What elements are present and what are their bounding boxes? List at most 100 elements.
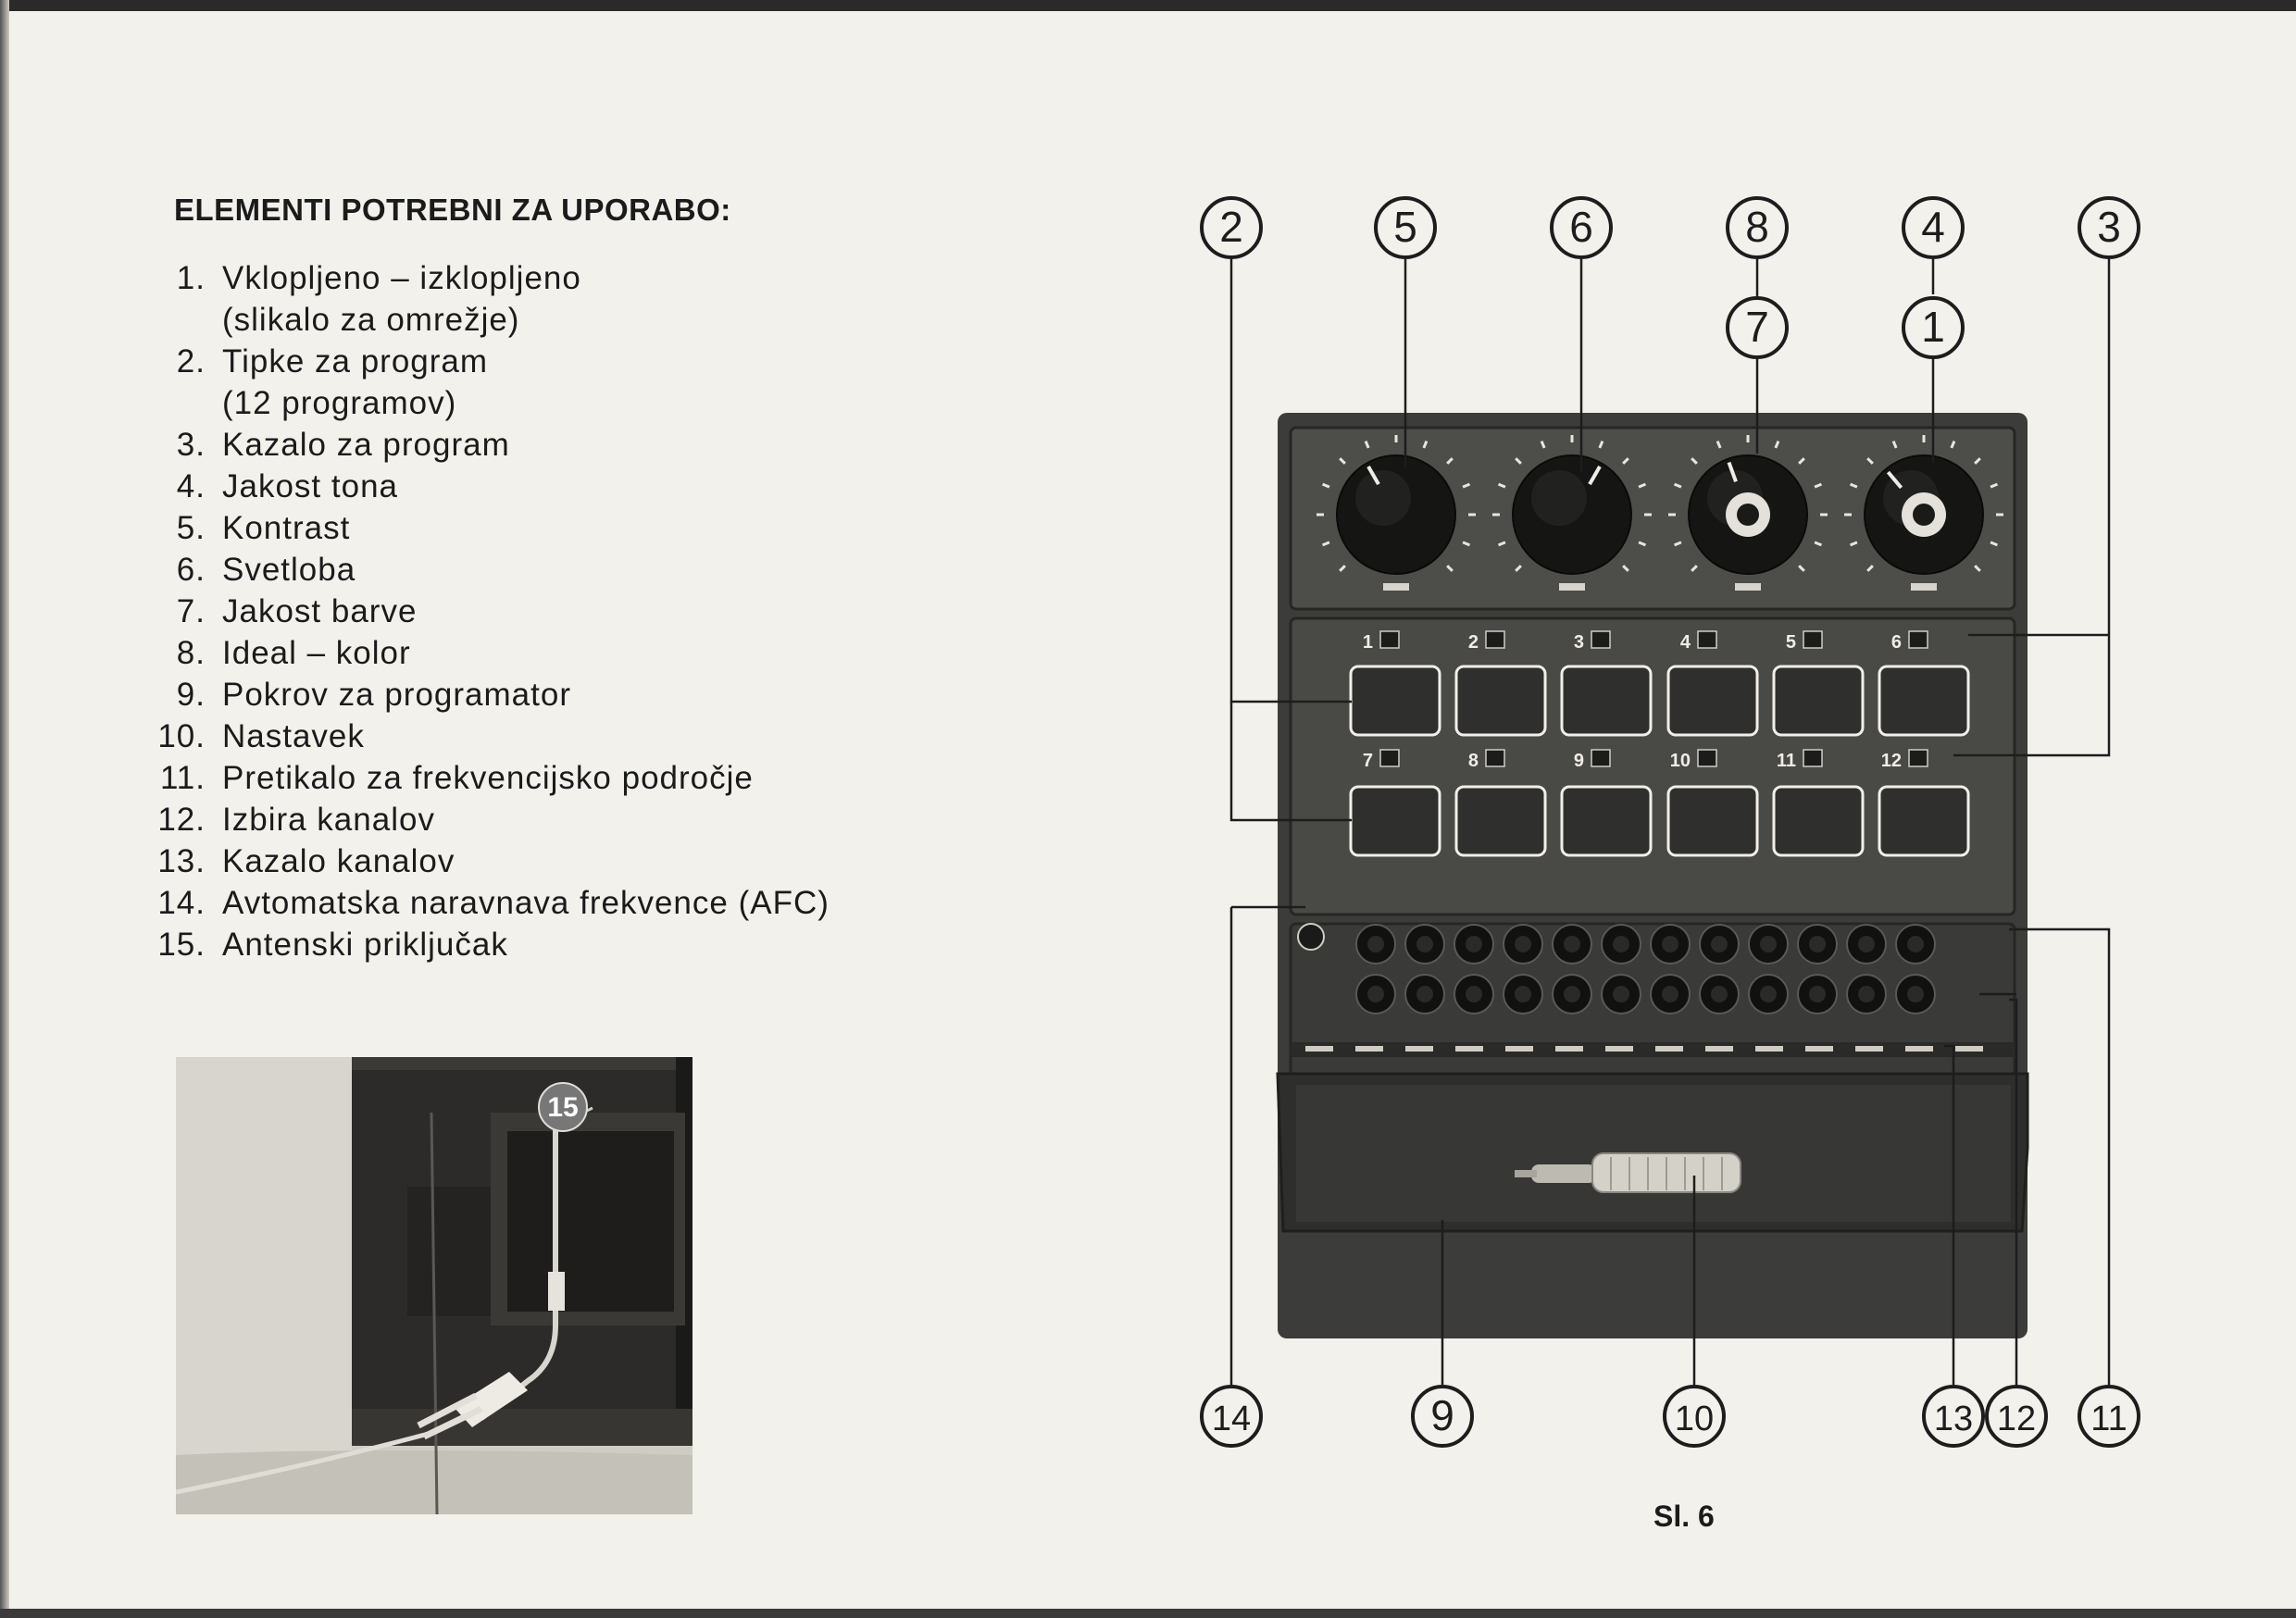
legend-text: Jakost barve	[222, 593, 418, 629]
program-indicator	[1908, 749, 1928, 767]
program-indicator	[1485, 749, 1505, 767]
program-button-3[interactable]	[1560, 665, 1653, 737]
legend-text: Izbira kanalov	[222, 802, 435, 838]
legend-number: 3.	[176, 427, 206, 463]
channel-indicator-mark	[1505, 1046, 1533, 1052]
program-button-11[interactable]	[1772, 785, 1865, 857]
channel-indicator-mark	[1655, 1046, 1683, 1052]
leader-line-16	[2009, 998, 2018, 1398]
legend-text: Avtomatska naravnava frekvence (AFC)	[222, 885, 830, 921]
callout-label: 7	[1745, 303, 1769, 351]
knob-panel	[1289, 426, 2016, 611]
channel-indicator-mark	[1355, 1046, 1383, 1052]
legend-item-11: 11.Pretikalo za frekvencijsko področje	[148, 757, 830, 799]
callout-7: 7	[1726, 296, 1789, 359]
program-button-10[interactable]	[1666, 785, 1759, 857]
program-indicator	[1591, 630, 1611, 649]
callout-12: 12	[1985, 1385, 2048, 1448]
program-number: 1	[1363, 632, 1373, 653]
legend-number: 7.	[176, 593, 206, 629]
knob-3[interactable]	[1668, 435, 1828, 591]
channel-selector-center	[1466, 986, 1482, 1002]
program-button-8[interactable]	[1454, 785, 1547, 857]
program-button-4[interactable]	[1666, 665, 1759, 737]
legend-number: 2.	[176, 343, 206, 380]
legend-text: Pretikalo za frekvencijsko področje	[222, 760, 754, 796]
program-indicator	[1485, 630, 1505, 649]
callout-label: 9	[1430, 1391, 1454, 1439]
program-indicator	[1697, 630, 1717, 649]
legend-number: 14.	[157, 885, 206, 921]
legend-item-1-cont: (slikalo za omrežje)	[148, 299, 830, 341]
channel-selector-center	[1662, 936, 1678, 952]
legend-number: 4.	[176, 468, 206, 504]
legend-text: (12 programov)	[222, 385, 457, 421]
callout-8: 8	[1726, 196, 1789, 259]
callout-1: 1	[1902, 296, 1965, 359]
legend-item-8: 8.Ideal – kolor	[148, 632, 830, 674]
callout-3: 3	[2078, 196, 2140, 259]
channel-selector-center	[1613, 986, 1629, 1002]
channel-selector-center	[1760, 936, 1777, 952]
legend-text: Vklopljeno – izklopljeno	[222, 260, 581, 296]
channel-indicator-mark	[1305, 1046, 1333, 1052]
afc-switch[interactable]	[1297, 923, 1325, 951]
legend-text: Kazalo za program	[222, 427, 510, 463]
channel-selector-center	[1564, 986, 1580, 1002]
knob-4[interactable]	[1844, 435, 2003, 591]
program-indicator	[1697, 749, 1717, 767]
callout-10: 10	[1663, 1385, 1726, 1448]
legend-item-1: 1.Vklopljeno – izklopljeno	[148, 257, 830, 299]
channel-selector-center	[1760, 986, 1777, 1002]
program-number: 11	[1777, 751, 1796, 771]
legend-text: Nastavek	[222, 718, 365, 754]
program-number: 7	[1363, 751, 1373, 771]
channel-indicator-mark	[1705, 1046, 1733, 1052]
legend-number: 5.	[176, 510, 206, 546]
channel-indicator-mark	[1805, 1046, 1833, 1052]
program-indicator	[1803, 749, 1823, 767]
program-number: 2	[1468, 632, 1479, 653]
legend-number: 15.	[157, 927, 206, 963]
legend-text: Jakost tona	[222, 468, 398, 504]
knob-1[interactable]	[1316, 435, 1476, 591]
callout-6: 6	[1550, 196, 1613, 259]
knob-2[interactable]	[1492, 435, 1652, 591]
program-number: 5	[1786, 632, 1796, 653]
callout-label: 3	[2097, 203, 2121, 251]
channel-selector-center	[1367, 986, 1384, 1002]
legend-text: Svetloba	[222, 552, 356, 588]
program-button-6[interactable]	[1878, 665, 1970, 737]
program-button-7[interactable]	[1349, 785, 1441, 857]
channel-selector-center	[1711, 986, 1728, 1002]
program-button-9[interactable]	[1560, 785, 1653, 857]
callout-2: 2	[1200, 196, 1263, 259]
legend-item-12: 12. Izbira kanalov	[148, 799, 830, 840]
legend-number	[148, 382, 222, 424]
program-button-5[interactable]	[1772, 665, 1865, 737]
legend-text: Kontrast	[222, 510, 351, 546]
callout-label: 11	[2090, 1400, 2127, 1438]
callout-5: 5	[1374, 196, 1437, 259]
channel-selector-center	[1858, 986, 1875, 1002]
section-title: ELEMENTI POTREBNI ZA UPORABO:	[174, 193, 731, 227]
channel-indicator-mark	[1555, 1046, 1583, 1052]
program-number: 3	[1574, 632, 1584, 653]
channel-selector-center	[1809, 936, 1826, 952]
program-number: 12	[1881, 751, 1902, 771]
channel-selector-center	[1416, 986, 1433, 1002]
channel-indicator-mark	[1605, 1046, 1633, 1052]
program-number: 6	[1891, 632, 1902, 653]
legend-number: 13.	[157, 843, 206, 879]
legend-number: 12.	[157, 802, 206, 838]
channel-selector-center	[1711, 936, 1728, 952]
legend-item-9: 9.Pokrov za programator	[148, 674, 830, 716]
program-button-2[interactable]	[1454, 665, 1547, 737]
program-button-12[interactable]	[1878, 785, 1970, 857]
callout-label: 8	[1745, 203, 1769, 251]
legend-item-15: 15.Antenski priključak	[148, 924, 830, 965]
program-button-1[interactable]	[1349, 665, 1441, 737]
channel-indicator-mark	[1405, 1046, 1433, 1052]
legend-item-2-cont: (12 programov)	[148, 382, 830, 424]
program-indicator	[1591, 749, 1611, 767]
